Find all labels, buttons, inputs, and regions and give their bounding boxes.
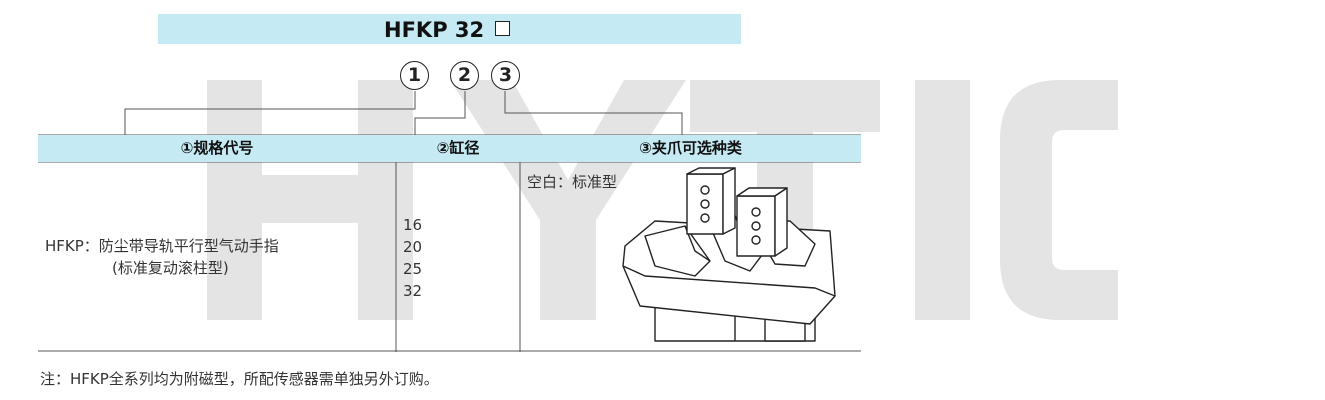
footnote: 注：HFKP全系列均为附磁型，所配传感器需单独另外订购。 [40,370,439,388]
position-circle-3: 3 [491,61,520,90]
header-jaw: ③夹爪可选种类 [639,139,742,157]
position-circle-1: 1 [400,61,429,90]
bore-32: 32 [403,282,423,300]
gripper-product-image [622,167,836,342]
model-banner [158,14,741,44]
header-bore: ②缸径 [436,139,480,157]
spec-line-2: (标准复动滚柱型) [112,259,229,277]
option-box-icon [495,21,510,36]
header-spec: ①规格代号 [180,139,254,157]
jaw-option: 空白：标准型 [527,173,618,191]
bore-25: 25 [403,260,423,278]
bore-16: 16 [403,216,423,234]
model-code: HFKP 32 [384,18,485,42]
position-circle-2: 2 [450,61,479,90]
spec-line-1: HFKP：防尘带导轨平行型气动手指 [45,237,279,255]
table-header-bar [38,135,861,162]
bore-20: 20 [403,238,423,256]
